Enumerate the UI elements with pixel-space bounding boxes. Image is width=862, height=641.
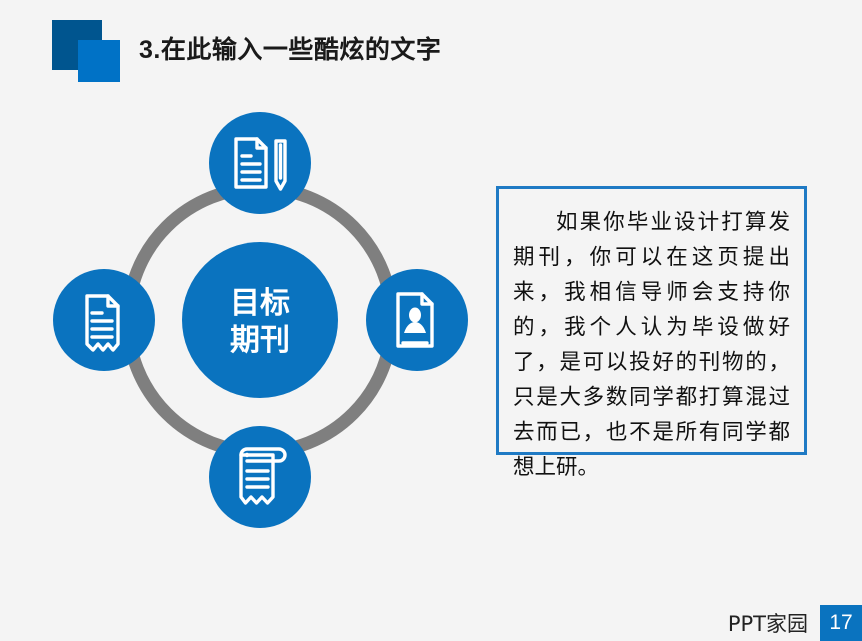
node-circle-bottom bbox=[209, 426, 311, 528]
slide-header: 3.在此输入一些酷炫的文字 bbox=[0, 0, 862, 100]
center-node-label-line2: 期刊 bbox=[230, 323, 290, 358]
page-number-badge: 17 bbox=[820, 605, 862, 641]
document-with-person-icon bbox=[396, 292, 434, 348]
description-text-box: 如果你毕业设计打算发期刊，你可以在这页提出来，我相信导师会支持你的，我个人认为毕… bbox=[496, 186, 807, 480]
slide-footer: PPT家园 17 bbox=[728, 605, 862, 641]
diagram-node-left bbox=[53, 269, 155, 371]
diagram-node-top bbox=[209, 112, 311, 214]
document-receipt-icon bbox=[85, 294, 120, 352]
diagram-node-bottom bbox=[209, 426, 311, 528]
page-title: 3.在此输入一些酷炫的文字 bbox=[139, 36, 442, 64]
center-node-circle bbox=[182, 242, 338, 398]
diagram-node-right bbox=[366, 269, 468, 371]
diagram-center-node: 目标 期刊 bbox=[182, 242, 338, 398]
document-with-pencil-icon bbox=[234, 137, 287, 191]
scroll-receipt-icon bbox=[239, 447, 287, 505]
center-node-label-line1: 目标 bbox=[230, 286, 290, 321]
footer-brand: PPT家园 bbox=[727, 612, 808, 636]
description-text: 如果你毕业设计打算发期刊，你可以在这页提出来，我相信导师会支持你的，我个人认为毕… bbox=[513, 210, 790, 480]
light-blue-square bbox=[78, 40, 120, 82]
circular-hub-and-spoke-diagram: 目标 期刊 bbox=[30, 100, 490, 550]
